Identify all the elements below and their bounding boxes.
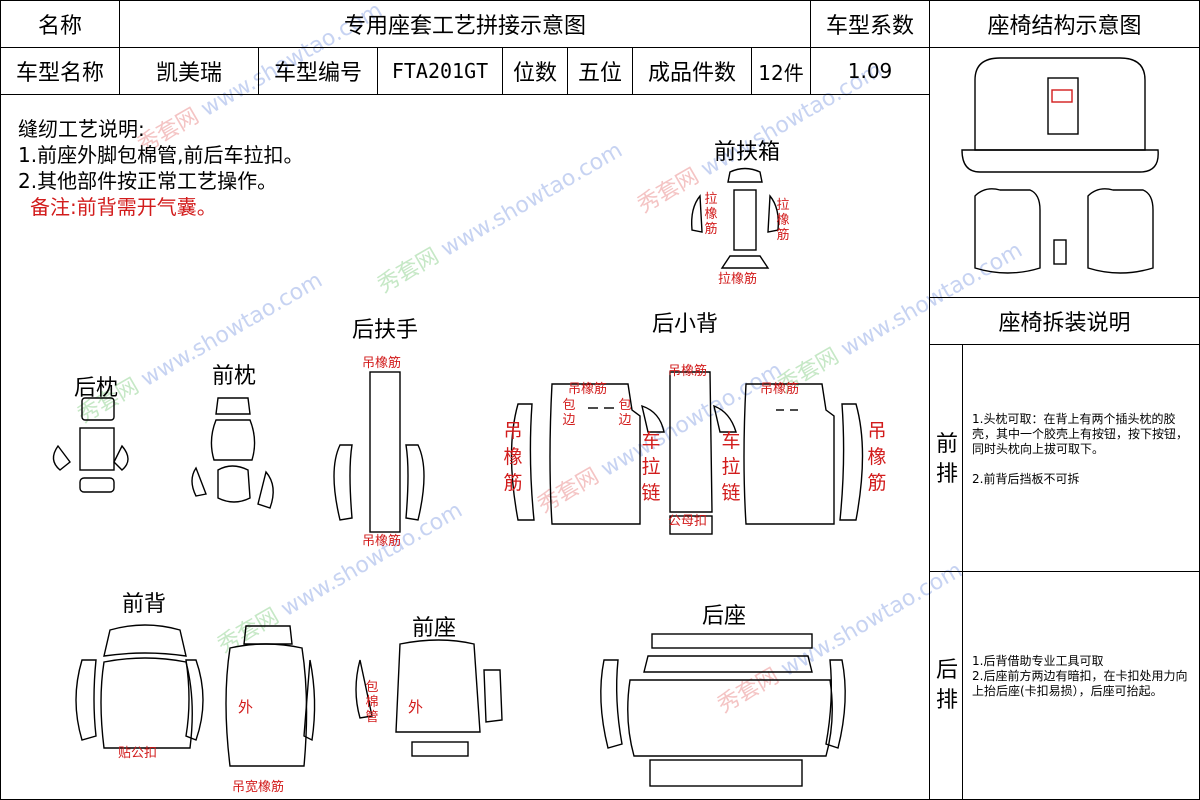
front-armrest-pull-band-bottom: 拉橡筋 [718,272,758,287]
front-back-outer: 外 [238,698,254,716]
sewing-notes: 缝纫工艺说明: 1.前座外脚包棉管,前后车拉扣。 2.其他部件按正常工艺操作。 … [18,116,303,220]
front-armrest-pull-band-left: 拉橡筋 [704,192,718,237]
front-seat-title: 前座 [412,616,457,641]
car-name-label: 车型名称 [15,61,104,86]
front-pillow-title: 前枕 [212,364,257,389]
rear-armrest-title: 后扶手 [352,318,419,343]
coef-label: 车型系数 [825,14,914,39]
car-code: FTA201GT [391,59,489,83]
rear-armrest-hang-band-top: 吊橡筋 [362,356,402,371]
coef-label-cell: 车型系数 [810,0,930,48]
struct-label: 座椅结构示意图 [987,14,1142,39]
front-armrest-title: 前扶箱 [714,140,781,165]
car-name-cell: 凯美瑞 [119,47,259,95]
rear-armrest-pieces [333,371,425,533]
rear-pillow-pieces [52,397,129,493]
front-seat-outer: 外 [408,698,424,716]
seat-label: 位数 [512,61,557,86]
rear-back-hang-band-side-left: 吊橡筋 [503,420,523,494]
seat-structure-drawing [961,57,1159,274]
front-instruction-1: 1.头枕可取：在背上有两个插头枕的胶壳，其中一个胶壳上有按钮，按下按钮，同时头枕… [972,412,1189,456]
rear-back-zipper-left: 车拉链 [641,430,661,504]
rear-small-back-title: 后小背 [652,312,719,337]
rear-armrest-hang-band-bottom: 吊橡筋 [362,534,402,549]
rear-back-hang-band-side-right: 吊橡筋 [867,420,887,494]
seat-value: 五位 [577,61,622,86]
page-title: 专用座套工艺拼接示意图 [343,14,586,39]
rear-back-edge-left: 包边 [562,398,576,428]
rear-instruction-2: 2.后座前方两边有暗扣，在卡扣处用力向上抬后座(卡扣易损），后座可抬起。 [972,669,1188,698]
disassembly-title: 座椅拆装说明 [998,311,1131,336]
front-pillow-pieces [191,397,274,509]
coef-value: 1.09 [847,59,893,83]
car-name: 凯美瑞 [155,61,222,86]
name-label: 名称 [37,14,82,39]
seat-label-cell: 位数 [502,47,568,95]
rear-pillow-title: 后枕 [74,376,119,401]
front-armrest-pull-band-right: 拉橡筋 [776,198,790,243]
rear-back-hang-band-right: 吊橡筋 [760,382,800,397]
front-row-label: 前排 [935,432,958,487]
notes-line-1: 1.前座外脚包棉管,前后车拉扣。 [18,143,304,167]
front-back-pieces [75,624,316,767]
front-seat-cotton-tube: 包棉管 [365,680,379,725]
rear-back-hang-band-center: 吊橡筋 [668,364,708,379]
front-back-stick-buckle: 贴公扣 [118,746,158,761]
rear-small-back-pieces [510,371,864,535]
front-back-wide-band: 吊宽橡筋 [232,780,285,795]
front-seat-pieces [355,639,503,757]
rear-instruction-1: 1.后背借助专业工具可取 [972,654,1104,668]
rear-back-buckle: 公母扣 [668,514,708,529]
pieces-label: 成品件数 [647,61,736,86]
rear-back-edge-right: 包边 [618,398,632,428]
front-back-title: 前背 [122,592,167,617]
front-armrest-pieces [690,167,780,269]
notes-title: 缝纫工艺说明: [18,117,145,141]
rear-seat-title: 后座 [702,604,747,629]
notes-remark: 备注:前背需开气囊。 [30,195,217,219]
rear-row-label: 后排 [935,658,958,713]
pieces-label-cell: 成品件数 [632,47,752,95]
pieces-value: 12件 [758,60,804,85]
front-instruction-2: 2.前背后挡板不可拆 [972,472,1080,486]
rear-back-zipper-right: 车拉链 [721,430,741,504]
row-divider [962,344,963,800]
car-code-label: 车型编号 [273,61,362,86]
rear-back-hang-band-left: 吊橡筋 [568,382,608,397]
notes-line-2: 2.其他部件按正常工艺操作。 [18,169,278,193]
rear-seat-pieces [600,633,846,787]
